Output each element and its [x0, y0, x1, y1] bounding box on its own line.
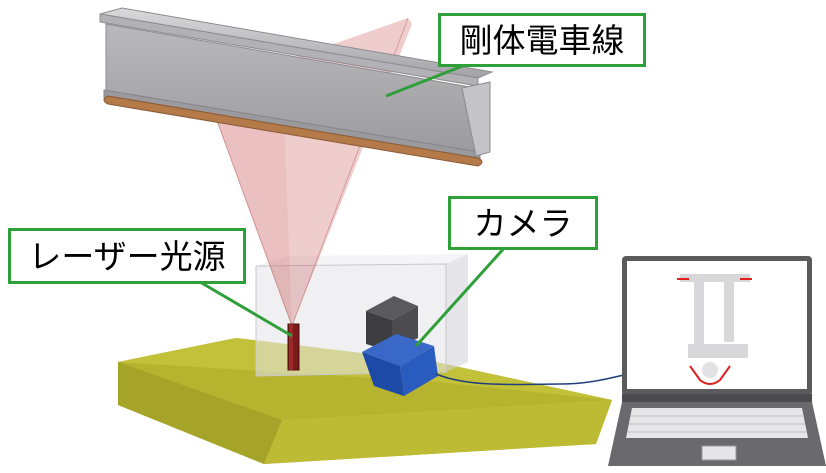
profile-display — [677, 274, 752, 385]
rail-label: 剛体電車線 — [438, 13, 646, 67]
laser-source-label: レーザー光源 — [8, 228, 246, 284]
laptop — [608, 256, 826, 466]
camera — [362, 296, 629, 396]
laser-source — [287, 323, 300, 371]
camera-label: カメラ — [448, 196, 598, 250]
rigid-conductor-rail — [99, 7, 494, 167]
